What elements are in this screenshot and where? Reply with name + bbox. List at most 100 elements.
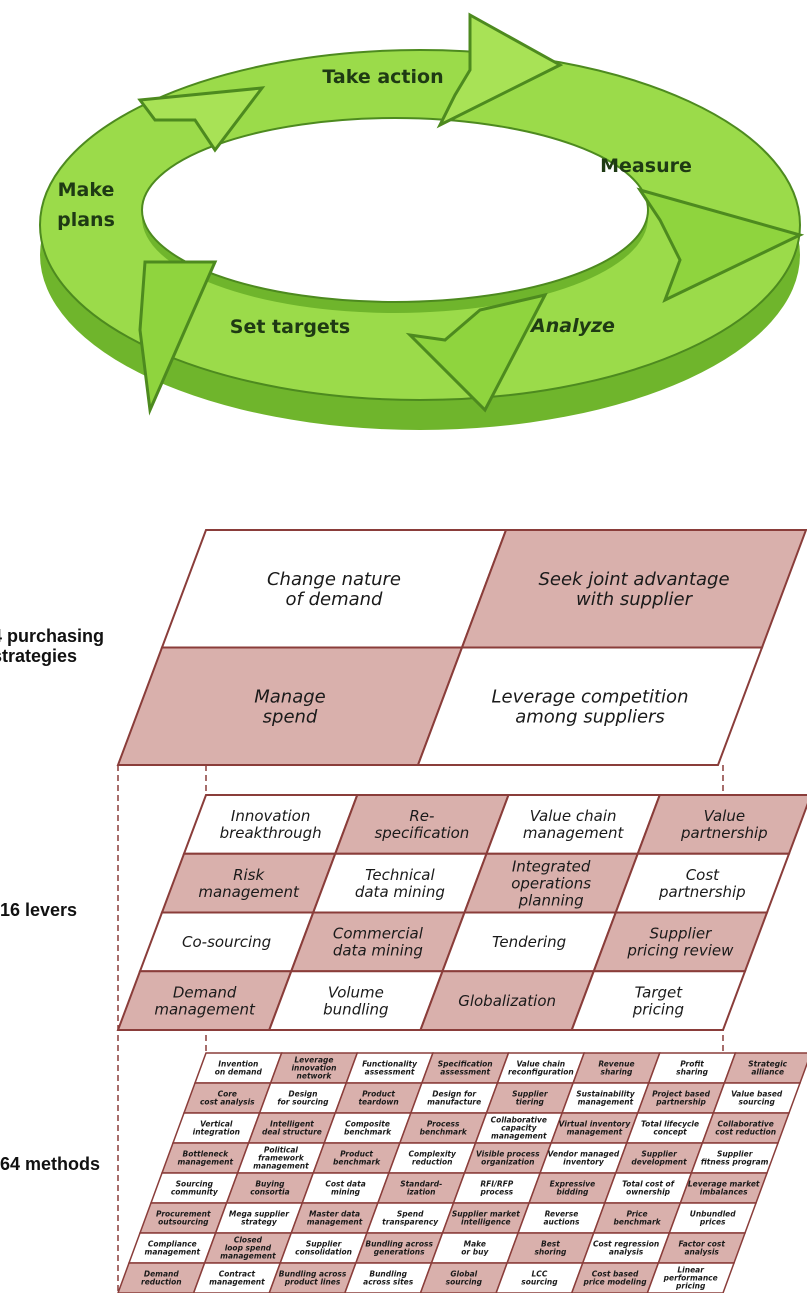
method-label: Spend [397, 1210, 424, 1219]
method-label: consolidation [295, 1248, 352, 1257]
method-label: benchmark [613, 1218, 661, 1227]
lever-label: management [198, 883, 300, 901]
lever-label: Value chain [530, 807, 617, 825]
method-label: Make [464, 1240, 486, 1249]
method-label: Vertical [200, 1120, 233, 1129]
method-label: Supplier [641, 1150, 678, 1159]
lever-label: operations [511, 874, 591, 892]
method-label: Value chain [516, 1060, 565, 1069]
method-label: management [178, 1158, 234, 1167]
method-label: Leverage [294, 1056, 333, 1065]
lever-cell: Globalization [419, 970, 596, 1031]
method-label: sharing [676, 1068, 708, 1077]
method-label: Expressive [550, 1180, 596, 1189]
method-label: framework [258, 1154, 305, 1163]
method-label: Political [264, 1146, 298, 1155]
improvement-cycle-diagram: Take action Measure Analyze Set targets … [39, 12, 805, 430]
lever-label: Co-sourcing [182, 933, 271, 951]
lever-label: breakthrough [220, 824, 322, 842]
method-label: pricing [675, 1282, 706, 1291]
method-label: partnership [655, 1098, 706, 1107]
method-label: Total lifecycle [641, 1120, 699, 1129]
method-label: Virtual inventory [559, 1120, 632, 1129]
lever-label: Volume [328, 983, 384, 1001]
step-analyze: Analyze [529, 315, 615, 337]
method-label: organization [481, 1158, 534, 1167]
method-label: Cost data [325, 1180, 365, 1189]
method-label: concept [653, 1128, 687, 1137]
strategy-label: with supplier [576, 589, 694, 610]
method-label: intelligence [461, 1218, 511, 1227]
arrow-head-make-plans [137, 86, 266, 153]
lever-label: management [154, 1000, 256, 1018]
lever-label: Supplier [649, 925, 712, 943]
method-label: Bundling [369, 1270, 407, 1279]
method-label: Visible process [476, 1150, 540, 1159]
method-label: Process [427, 1120, 460, 1129]
lever-label: bundling [323, 1000, 388, 1018]
method-label: ownership [626, 1188, 671, 1197]
level-label-strategies-line-2: strategies [0, 646, 78, 666]
method-label: integration [193, 1128, 240, 1137]
method-label: process [479, 1188, 513, 1197]
method-label: management [253, 1162, 309, 1171]
method-label: reduction [412, 1158, 453, 1167]
method-label: manufacture [427, 1098, 481, 1107]
method-label: benchmark [333, 1158, 381, 1167]
lever-label: Cost [686, 866, 720, 884]
method-label: assessment [365, 1068, 415, 1077]
method-label: Collaborative [491, 1116, 547, 1125]
lever-label: pricing review [626, 942, 734, 960]
method-label: strategy [241, 1218, 278, 1227]
method-label: outsourcing [158, 1218, 209, 1227]
method-label: Profit [680, 1060, 704, 1069]
method-label: Invention [218, 1060, 258, 1069]
method-label: Demand [144, 1270, 180, 1279]
lever-cell: Re-specification [333, 794, 510, 855]
method-label: Reverse [545, 1210, 579, 1219]
method-label: product lines [284, 1278, 341, 1287]
lever-label: data mining [355, 883, 445, 901]
method-label: Compliance [148, 1240, 197, 1249]
method-label: sourcing [738, 1098, 775, 1107]
arrow-head-take-action [436, 12, 564, 129]
method-label: LCC [532, 1270, 548, 1279]
method-label: Unbundled [690, 1210, 737, 1219]
method-label: Core [218, 1090, 237, 1099]
method-label: bidding [556, 1188, 589, 1197]
